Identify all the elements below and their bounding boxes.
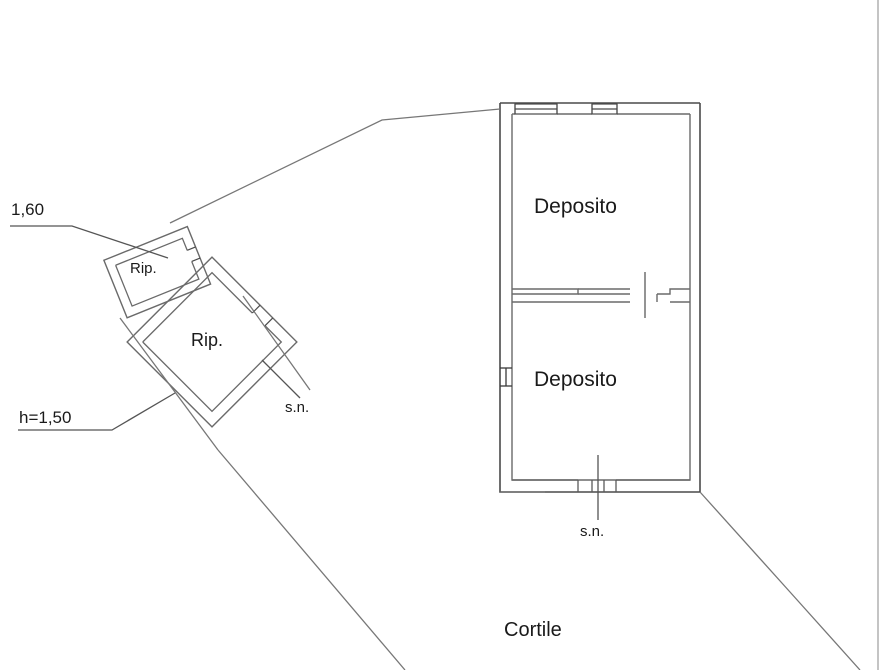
boundary-north	[169, 108, 501, 224]
sn-label-bottom: s.n.	[580, 523, 605, 540]
property-boundaries	[169, 108, 861, 670]
height-label-150: h=1,50	[19, 408, 72, 427]
rip-large-inner-wall	[142, 271, 283, 413]
window-left-lower-icon	[500, 367, 512, 387]
building-outer-wall	[499, 103, 701, 493]
partition-wall-middle	[512, 288, 690, 303]
room-label-deposito-upper: Deposito	[534, 195, 617, 218]
rip-small-inner-wall	[115, 237, 200, 307]
room-label-rip-large: Rip.	[191, 330, 224, 350]
rip-small-structure	[102, 225, 212, 319]
boundary-southeast	[699, 491, 861, 670]
room-label-rip-small: Rip.	[130, 260, 157, 277]
rip-small-outer-wall	[102, 225, 212, 319]
cortile-label: Cortile	[504, 619, 562, 641]
building-right	[499, 102, 701, 493]
annotation-leaders	[10, 225, 599, 520]
door-bottom-icon	[577, 480, 617, 492]
boundary-connector-left	[119, 295, 311, 451]
rip-small-door-icon	[187, 246, 201, 263]
room-label-deposito-lower: Deposito	[534, 368, 617, 391]
dimension-label-160: 1,60	[11, 200, 45, 219]
sn-label-left: s.n.	[285, 399, 310, 416]
window-top-right-icon	[591, 103, 618, 115]
leader-sn-left	[261, 359, 301, 399]
building-inner-wall	[511, 114, 691, 481]
leader-150	[18, 392, 176, 431]
window-top-left-icon	[514, 103, 558, 115]
boundary-southwest	[217, 449, 406, 670]
leader-160	[10, 225, 169, 259]
